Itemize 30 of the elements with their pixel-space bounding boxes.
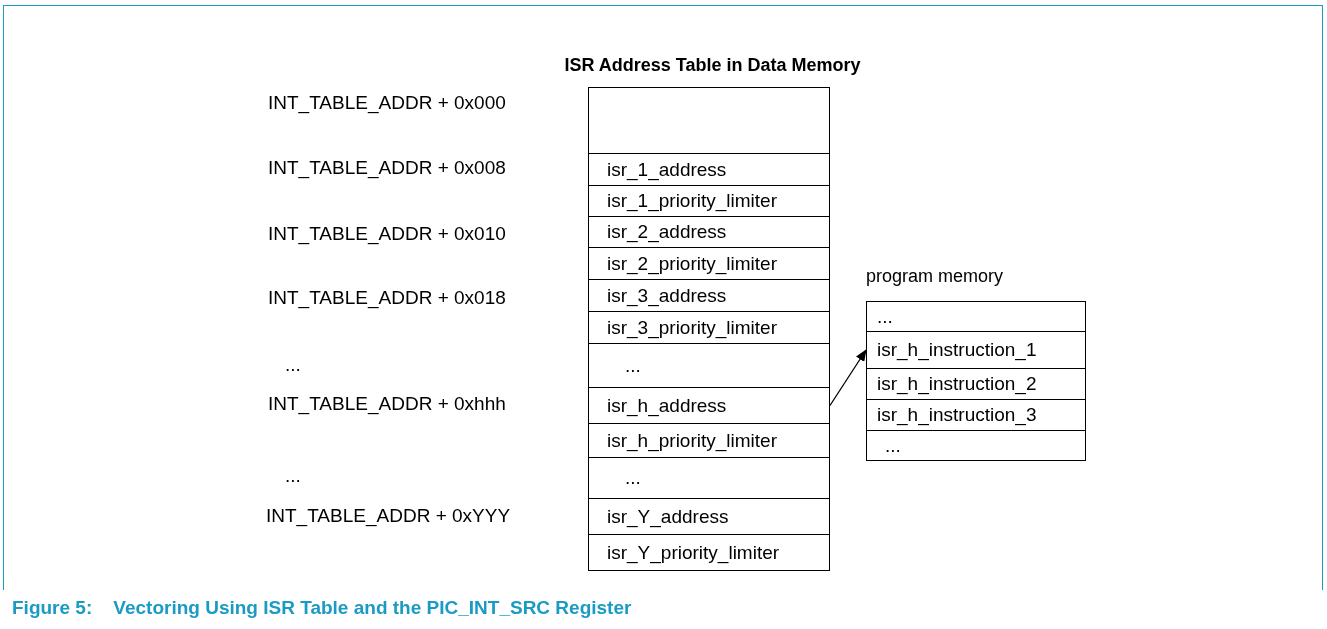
figure-caption: Figure 5: Vectoring Using ISR Table and the PIC_INT_SRC Register <box>12 597 632 619</box>
table-cell: isr_h_address <box>588 387 830 424</box>
table-cell: isr_1_address <box>588 153 830 186</box>
table-cell: isr_h_instruction_3 <box>866 399 1086 431</box>
table-cell: isr_Y_priority_limiter <box>588 534 830 571</box>
table-cell: isr_h_instruction_1 <box>866 331 1086 369</box>
address-label: ... <box>285 465 301 487</box>
table-cell: isr_h_instruction_2 <box>866 368 1086 400</box>
table-cell: ... <box>588 457 830 499</box>
address-label: INT_TABLE_ADDR + 0xYYY <box>266 505 511 527</box>
table-cell: ... <box>866 301 1086 332</box>
address-label: INT_TABLE_ADDR + 0x000 <box>268 92 506 114</box>
empty-cell <box>588 87 830 154</box>
table-cell: ... <box>588 343 830 388</box>
table-cell: isr_1_priority_limiter <box>588 185 830 217</box>
table-cell: isr_3_priority_limiter <box>588 311 830 344</box>
arrow <box>829 349 867 407</box>
table-cell: isr_3_address <box>588 279 830 312</box>
address-label: ... <box>285 354 301 376</box>
table-cell: isr_h_priority_limiter <box>588 423 830 458</box>
table-cell: ... <box>866 430 1086 461</box>
table-cell: isr_2_priority_limiter <box>588 247 830 280</box>
address-label: INT_TABLE_ADDR + 0x018 <box>268 287 506 309</box>
address-label: INT_TABLE_ADDR + 0x010 <box>268 223 506 245</box>
table-cell: isr_2_address <box>588 216 830 248</box>
address-label: INT_TABLE_ADDR + 0x008 <box>268 157 506 179</box>
table-cell: isr_Y_address <box>588 498 830 535</box>
table-heading: ISR Address Table in Data Memory <box>563 55 862 76</box>
table-heading: program memory <box>866 266 1005 287</box>
address-label: INT_TABLE_ADDR + 0xhhh <box>268 393 506 415</box>
